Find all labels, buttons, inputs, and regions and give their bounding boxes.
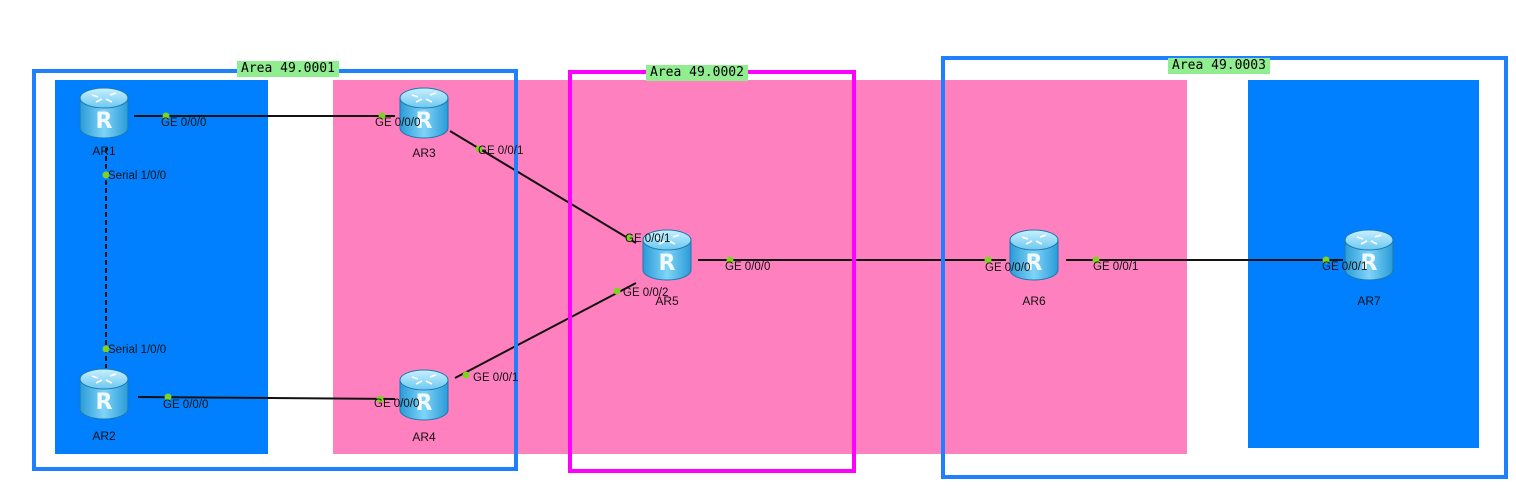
router-ar3[interactable]: AR3	[392, 86, 456, 176]
port-label-ar6-ge000: GE 0/0/0	[985, 262, 1031, 274]
router-name: AR3	[412, 146, 436, 160]
router-name: AR6	[1022, 294, 1046, 308]
port-dot-ar6-ge000	[984, 256, 992, 264]
router-icon[interactable]	[398, 86, 450, 140]
port-dot-ar2-ge000	[164, 393, 172, 401]
router-name: AR1	[92, 144, 116, 158]
router-ar6[interactable]: AR6	[1002, 228, 1066, 318]
port-label-ar7-ge001: GE 0/0/1	[1322, 261, 1368, 273]
link-ar4-ar5[interactable]	[454, 282, 637, 379]
router-ar7[interactable]: AR7	[1337, 228, 1401, 318]
port-dot-ar6-ge001	[1092, 256, 1100, 264]
area-box-49-0002[interactable]	[568, 70, 856, 473]
router-icon[interactable]	[78, 86, 130, 140]
port-label-ar5-ge002: GE 0/0/2	[623, 287, 669, 299]
area-label-49-0003: Area 49.0003	[1168, 58, 1270, 74]
port-label-ar1-s100: Serial 1/0/0	[108, 170, 167, 182]
port-label-ar3-ge001: GE 0/0/1	[478, 145, 524, 157]
port-dot-ar2-s100	[102, 345, 110, 353]
port-dot-ar3-ge000	[378, 112, 386, 120]
port-label-ar1-ge000: GE 0/0/0	[161, 117, 207, 129]
router-icon[interactable]	[398, 368, 450, 422]
port-label-ar6-ge001: GE 0/0/1	[1093, 261, 1139, 273]
router-ar4[interactable]: AR4	[392, 368, 456, 458]
port-dot-ar5-ge000	[726, 256, 734, 264]
port-dot-ar5-ge002	[613, 287, 621, 295]
router-name: AR7	[1357, 294, 1381, 308]
port-dot-ar1-ge000	[162, 112, 170, 120]
port-dot-ar4-ge000	[376, 395, 384, 403]
port-dot-ar1-s100	[102, 171, 110, 179]
port-label-ar2-s100: Serial 1/0/0	[108, 344, 167, 356]
router-name: AR5	[655, 294, 679, 308]
area-label-49-0001: Area 49.0001	[237, 61, 339, 77]
router-ar5[interactable]: AR5	[635, 228, 699, 318]
port-label-ar5-ge000: GE 0/0/0	[725, 261, 771, 273]
link-ar2-ar4[interactable]	[137, 396, 396, 400]
router-ar1[interactable]: AR1	[72, 86, 136, 176]
port-dot-ar3-ge001	[475, 145, 483, 153]
port-dot-ar7-ge001	[1322, 256, 1330, 264]
router-name: AR4	[412, 430, 436, 444]
port-label-ar4-ge001: GE 0/0/1	[473, 372, 519, 384]
port-dot-ar4-ge001	[462, 371, 470, 379]
port-label-ar5-ge001: GE 0/0/1	[625, 233, 671, 245]
router-name: AR2	[92, 429, 116, 443]
port-label-ar3-ge000: GE 0/0/0	[375, 117, 421, 129]
port-label-ar4-ge000: GE 0/0/0	[374, 398, 420, 410]
area-label-49-0002: Area 49.0002	[646, 65, 748, 81]
router-icon[interactable]	[78, 367, 130, 421]
port-dots	[102, 112, 1330, 403]
router-ar2[interactable]: AR2	[72, 367, 136, 457]
port-label-ar2-ge000: GE 0/0/0	[163, 399, 209, 411]
port-dot-ar5-ge001	[625, 234, 633, 242]
